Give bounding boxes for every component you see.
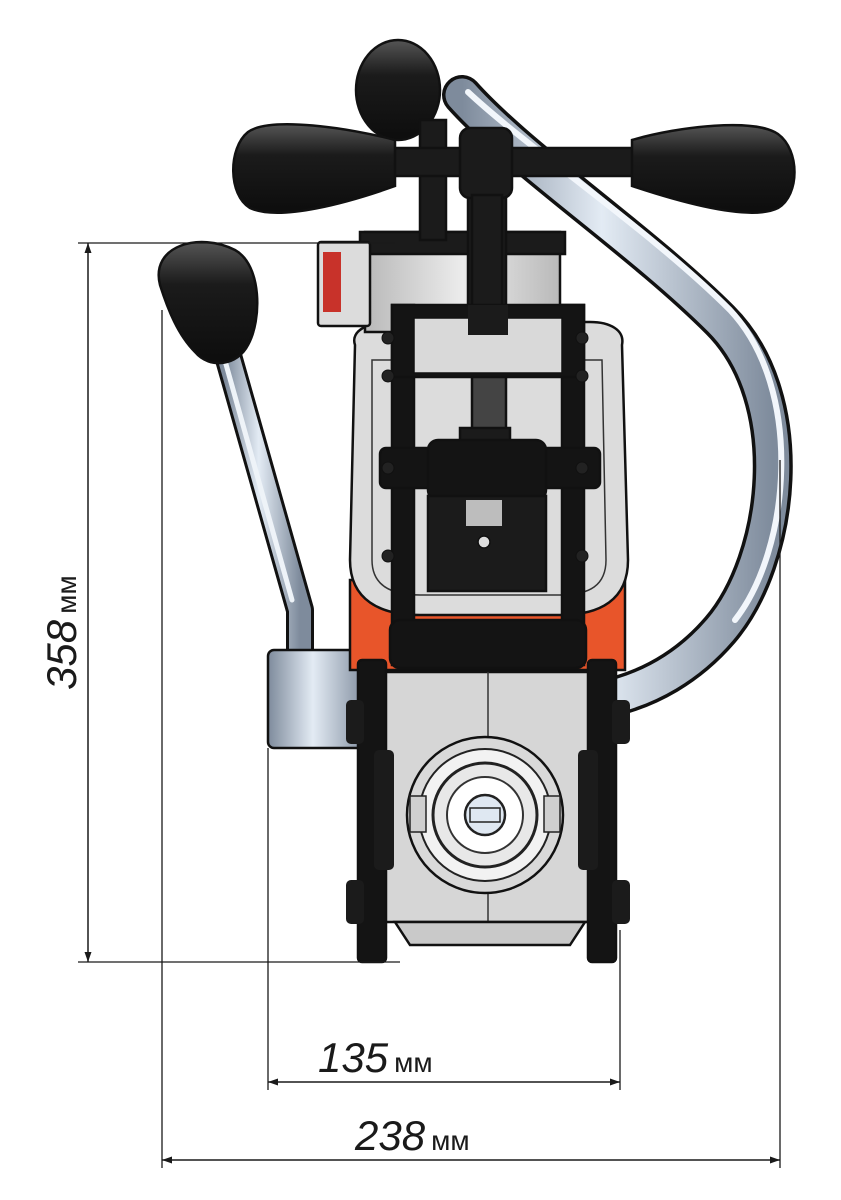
lower-clamp-bar: [388, 618, 588, 670]
dimension-height: 358мм: [38, 242, 400, 963]
arbor-chuck: [405, 735, 565, 895]
feed-lever-knob: [157, 240, 259, 365]
upper-knob: [354, 38, 442, 142]
cross-handle-bar: [383, 146, 649, 178]
cross-handle-left-grip: [232, 123, 397, 214]
bolts: [381, 331, 589, 563]
cross-handle-right-grip: [630, 123, 796, 214]
dimension-height-label: 358мм: [38, 575, 85, 690]
magnetic-drill-illustration: [157, 38, 796, 964]
